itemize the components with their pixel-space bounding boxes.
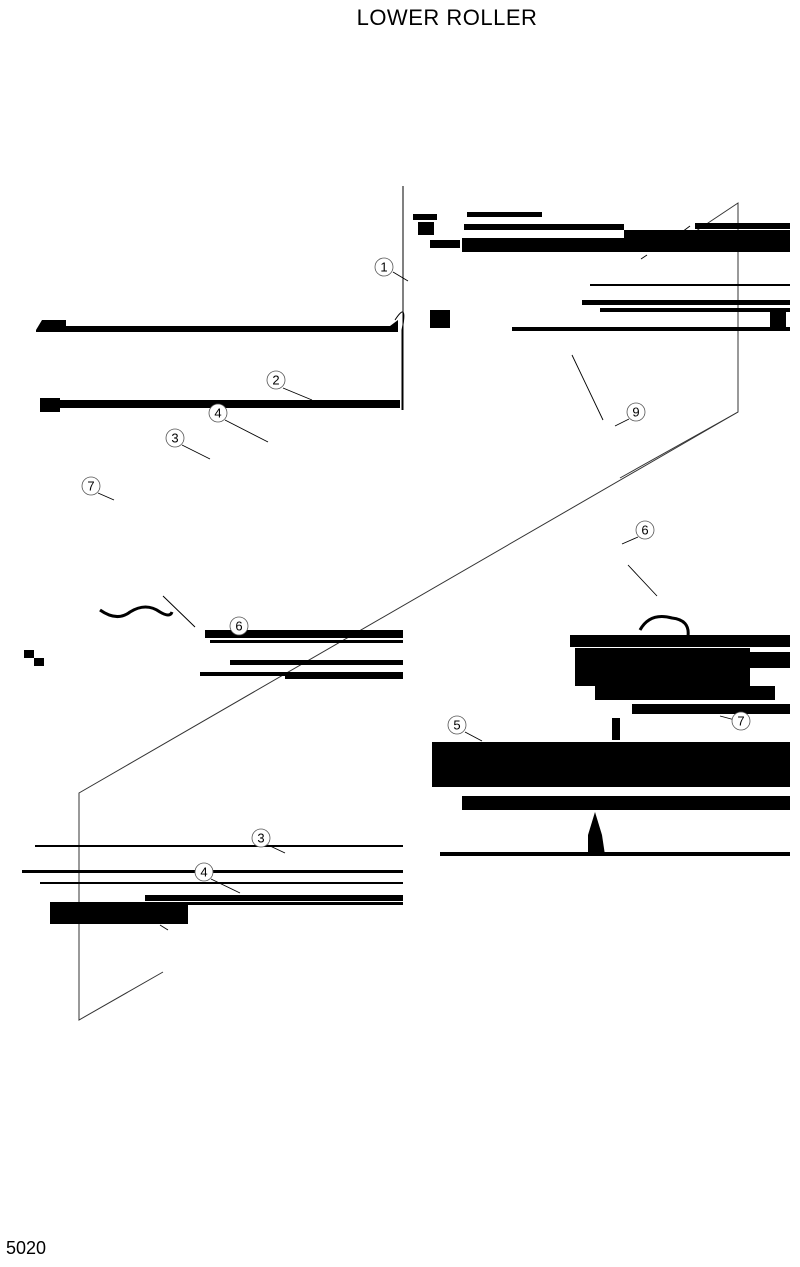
callout-2-label: 2 [272,373,279,388]
frame-outline-upper [619,202,739,479]
callout-9-label: 9 [632,405,639,420]
callout-5-label: 5 [453,718,460,733]
callout-3-lower-label: 3 [257,831,264,846]
shaft-upper [36,311,405,412]
callout-3-lower: 3 [251,828,271,848]
callout-3-upper-label: 3 [171,431,178,446]
callout-1-label: 1 [380,260,387,275]
callout-7-upper-label: 7 [87,479,94,494]
callout-4-lower: 4 [194,862,214,882]
leader-lines [97,225,736,931]
callout-7-lower-label: 7 [737,714,744,729]
frame-outline-lower [78,411,739,1021]
callout-2: 2 [266,370,286,390]
page-number: 5020 [6,1238,47,1258]
callout-6-left: 6 [229,616,249,636]
callout-6-left-label: 6 [235,619,242,634]
callout-6-right-label: 6 [641,523,648,538]
collar-assembly-lower [432,615,790,856]
callout-6-right: 6 [635,520,655,540]
callout-9: 9 [626,402,646,422]
callout-4-upper-label: 4 [214,406,221,421]
callout-3-upper: 3 [165,428,185,448]
callout-7-lower: 7 [731,711,751,731]
callout-4-lower-label: 4 [200,865,207,880]
seal-set-middle [24,595,403,679]
roller-body-upper [402,186,790,410]
page-title: LOWER ROLLER [356,5,538,30]
callout-5: 5 [447,715,467,735]
callout-1: 1 [374,257,394,277]
callout-7-upper: 7 [81,476,101,496]
callout-4-upper: 4 [208,403,228,423]
